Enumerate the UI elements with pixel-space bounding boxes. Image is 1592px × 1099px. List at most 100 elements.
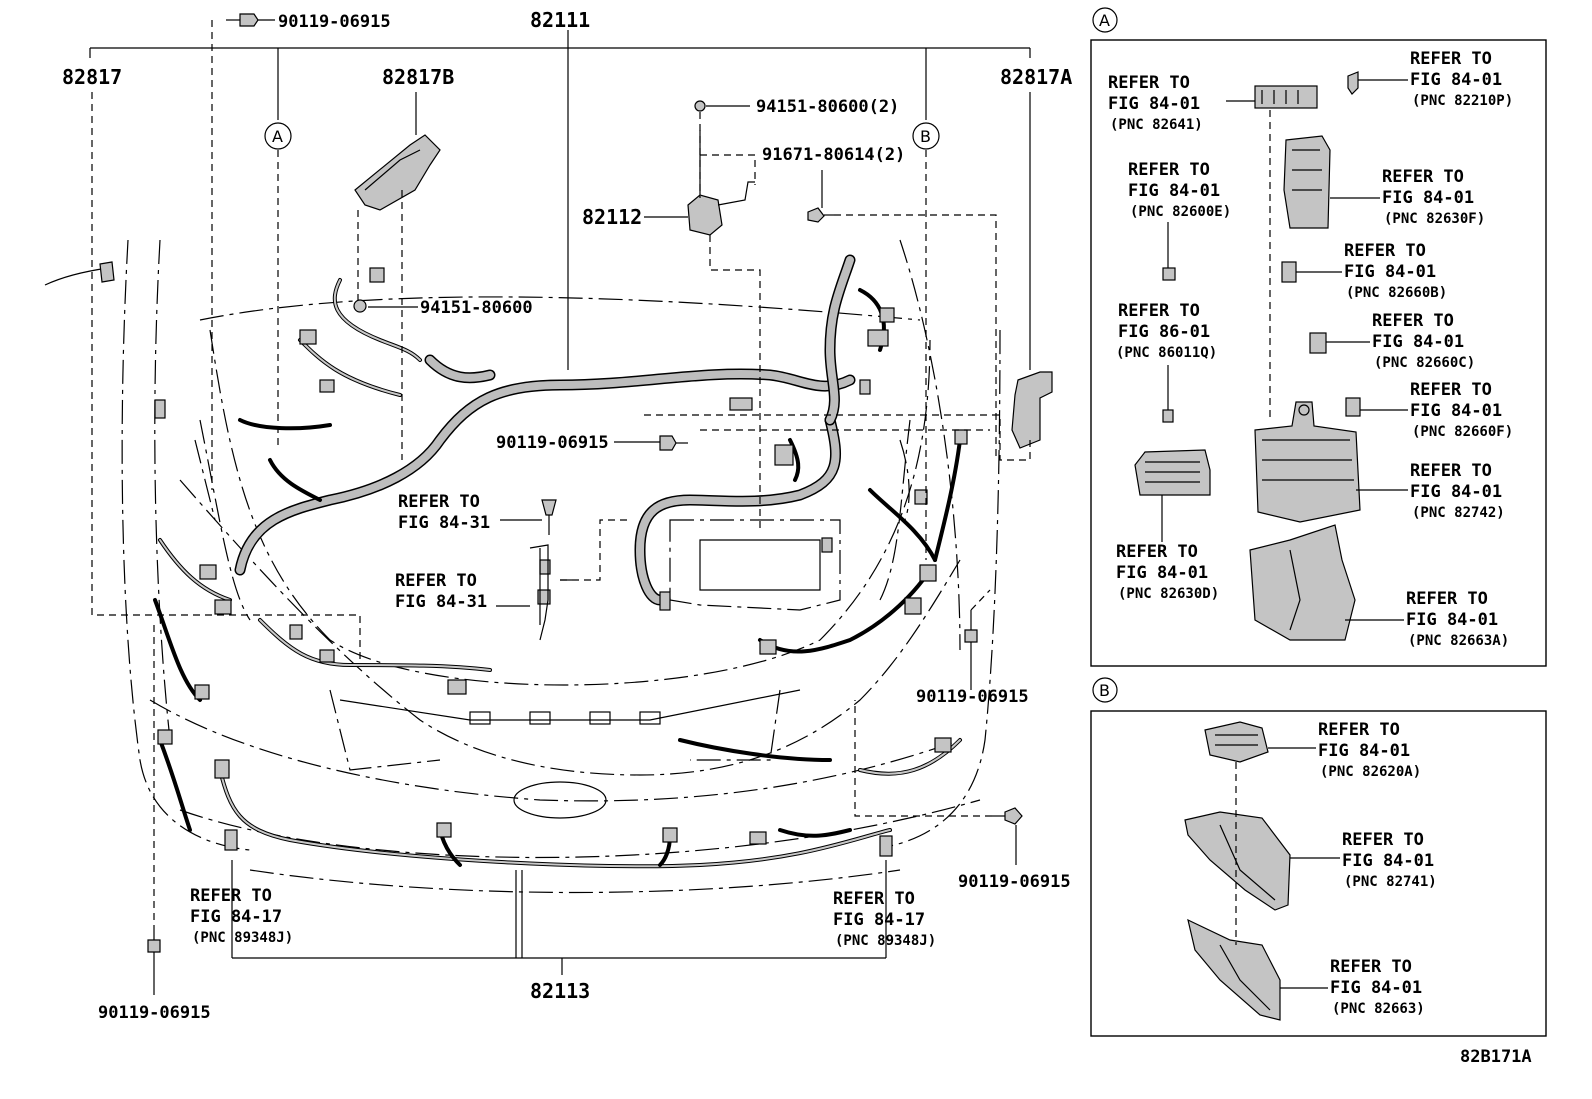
svg-text:(PNC 82630F): (PNC 82630F)	[1384, 211, 1485, 227]
inset-b-ref-82620a: REFER TO FIG 84-01 (PNC 82620A)	[1318, 720, 1421, 780]
svg-text:REFER TO: REFER TO	[190, 886, 272, 906]
svg-text:(PNC 82620A): (PNC 82620A)	[1320, 764, 1421, 780]
svg-text:(PNC 82660C): (PNC 82660C)	[1374, 355, 1475, 371]
svg-text:FIG 84-01: FIG 84-01	[1382, 188, 1474, 208]
svg-text:FIG 84-31: FIG 84-31	[398, 513, 490, 533]
callout-b: B	[912, 122, 940, 150]
inset-a-ref-82641: REFER TO FIG 84-01 (PNC 82641)	[1108, 73, 1203, 133]
clip-label-2: 94151-80600	[420, 298, 533, 318]
inset-a-ref-82663a: REFER TO FIG 84-01 (PNC 82663A)	[1406, 589, 1509, 649]
svg-text:(PNC 86011Q): (PNC 86011Q)	[1116, 345, 1217, 361]
svg-text:REFER TO: REFER TO	[1116, 542, 1198, 562]
center-bracket	[529, 544, 572, 641]
svg-text:REFER TO: REFER TO	[1410, 461, 1492, 481]
inset-a-ref-82630d: REFER TO FIG 84-01 (PNC 82630D)	[1116, 542, 1219, 602]
refer-fig-84-31-upper: REFER TO FIG 84-31	[398, 492, 490, 533]
svg-text:FIG 84-01: FIG 84-01	[1410, 482, 1502, 502]
svg-text:REFER TO: REFER TO	[1344, 241, 1426, 261]
svg-text:REFER TO: REFER TO	[1410, 380, 1492, 400]
svg-text:(PNC 82660B): (PNC 82660B)	[1346, 285, 1447, 301]
inset-a-ref-82210p: REFER TO FIG 84-01 (PNC 82210P)	[1410, 49, 1513, 109]
svg-text:(PNC 82663): (PNC 82663)	[1332, 1001, 1425, 1017]
relay-82112	[687, 130, 755, 236]
part-82113: 82113	[530, 979, 590, 1003]
inset-b-ref-82741: REFER TO FIG 84-01 (PNC 82741)	[1342, 830, 1437, 890]
part-82112: 82112	[582, 205, 642, 229]
callout-a: A	[264, 122, 292, 150]
bolts	[147, 13, 1023, 953]
refer-fig-84-17-right: REFER TO FIG 84-17 (PNC 89348J)	[833, 889, 936, 949]
svg-text:REFER TO: REFER TO	[1410, 49, 1492, 69]
bolt-label-right-low: 90119-06915	[958, 872, 1071, 892]
svg-text:FIG 84-01: FIG 84-01	[1116, 563, 1208, 583]
svg-text:(PNC 82741): (PNC 82741)	[1344, 874, 1437, 890]
svg-text:REFER TO: REFER TO	[1318, 720, 1400, 740]
inset-a-ref-82660f: REFER TO FIG 84-01 (PNC 82660F)	[1410, 380, 1513, 440]
leader-lines	[89, 19, 1031, 995]
part-82817a: 82817A	[1000, 65, 1072, 89]
svg-text:REFER TO: REFER TO	[1118, 301, 1200, 321]
svg-text:REFER TO: REFER TO	[1342, 830, 1424, 850]
svg-text:REFER TO: REFER TO	[1406, 589, 1488, 609]
diagram-code: 82B171A	[1460, 1047, 1532, 1067]
svg-text:A: A	[272, 127, 283, 146]
inset-a-ref-86011q: REFER TO FIG 86-01 (PNC 86011Q)	[1116, 301, 1217, 361]
svg-text:FIG 84-01: FIG 84-01	[1406, 610, 1498, 630]
bracket-82817B	[354, 134, 441, 211]
svg-text:REFER TO: REFER TO	[1128, 160, 1210, 180]
inset-a: A REFER TO FIG 84-01	[1090, 7, 1547, 667]
part-82817: 82817	[62, 65, 122, 89]
main-labels: 82111 82817 82817B 82817A 82112 82113 90…	[62, 8, 1072, 1023]
svg-text:REFER TO: REFER TO	[1108, 73, 1190, 93]
svg-text:FIG 84-01: FIG 84-01	[1410, 70, 1502, 90]
clip-label-1: 94151-80600(2)	[756, 97, 899, 117]
svg-text:FIG 84-01: FIG 84-01	[1330, 978, 1422, 998]
inset-b-ref-82663: REFER TO FIG 84-01 (PNC 82663)	[1330, 957, 1425, 1017]
main-harness-82111	[234, 254, 856, 606]
svg-text:FIG 84-01: FIG 84-01	[1108, 94, 1200, 114]
svg-text:(PNC 89348J): (PNC 89348J)	[835, 933, 936, 949]
svg-text:FIG 84-01: FIG 84-01	[1128, 181, 1220, 201]
svg-text:REFER TO: REFER TO	[1382, 167, 1464, 187]
svg-text:REFER TO: REFER TO	[833, 889, 915, 909]
bracket-82817	[44, 261, 115, 286]
svg-text:(PNC 89348J): (PNC 89348J)	[192, 930, 293, 946]
bolt-label-left: 90119-06915	[98, 1003, 211, 1023]
connectors	[154, 267, 968, 857]
inset-a-ref-82660b: REFER TO FIG 84-01 (PNC 82660B)	[1344, 241, 1447, 301]
svg-text:REFER TO: REFER TO	[395, 571, 477, 591]
svg-text:FIG 84-01: FIG 84-01	[1344, 262, 1436, 282]
svg-text:REFER TO: REFER TO	[1330, 957, 1412, 977]
svg-text:FIG 84-17: FIG 84-17	[190, 907, 282, 927]
part-82817b: 82817B	[382, 65, 454, 89]
svg-text:FIG 84-01: FIG 84-01	[1410, 401, 1502, 421]
svg-text:FIG 84-31: FIG 84-31	[395, 592, 487, 612]
part-82111: 82111	[530, 8, 590, 32]
inset-b: B REFER TO FIG 84-01 (PNC 82620A) REFER …	[1090, 677, 1547, 1037]
refer-fig-84-31-lower: REFER TO FIG 84-31	[395, 571, 487, 612]
svg-text:FIG 84-01: FIG 84-01	[1318, 741, 1410, 761]
svg-text:(PNC 82663A): (PNC 82663A)	[1408, 633, 1509, 649]
inset-a-title: A	[1099, 11, 1110, 30]
inset-b-title: B	[1099, 681, 1110, 700]
inset-a-ref-82742: REFER TO FIG 84-01 (PNC 82742)	[1410, 461, 1505, 521]
svg-text:(PNC 82210P): (PNC 82210P)	[1412, 93, 1513, 109]
inset-a-ref-82660c: REFER TO FIG 84-01 (PNC 82660C)	[1372, 311, 1475, 371]
screw-label: 91671-80614(2)	[762, 145, 905, 165]
svg-text:REFER TO: REFER TO	[1372, 311, 1454, 331]
svg-text:FIG 84-17: FIG 84-17	[833, 910, 925, 930]
svg-text:REFER TO: REFER TO	[398, 492, 480, 512]
svg-text:(PNC 82630D): (PNC 82630D)	[1118, 586, 1219, 602]
svg-text:B: B	[920, 127, 931, 146]
svg-text:FIG 84-01: FIG 84-01	[1342, 851, 1434, 871]
svg-text:(PNC 82660F): (PNC 82660F)	[1412, 424, 1513, 440]
svg-text:FIG 86-01: FIG 86-01	[1118, 322, 1210, 342]
svg-text:FIG 84-01: FIG 84-01	[1372, 332, 1464, 352]
svg-text:(PNC 82600E): (PNC 82600E)	[1130, 204, 1231, 220]
wire-branches	[153, 278, 962, 869]
svg-text:(PNC 82742): (PNC 82742)	[1412, 505, 1505, 521]
bolt-label-mid: 90119-06915	[496, 433, 609, 453]
bolt-label-right: 90119-06915	[916, 687, 1029, 707]
vehicle-body-outline	[121, 239, 1001, 894]
